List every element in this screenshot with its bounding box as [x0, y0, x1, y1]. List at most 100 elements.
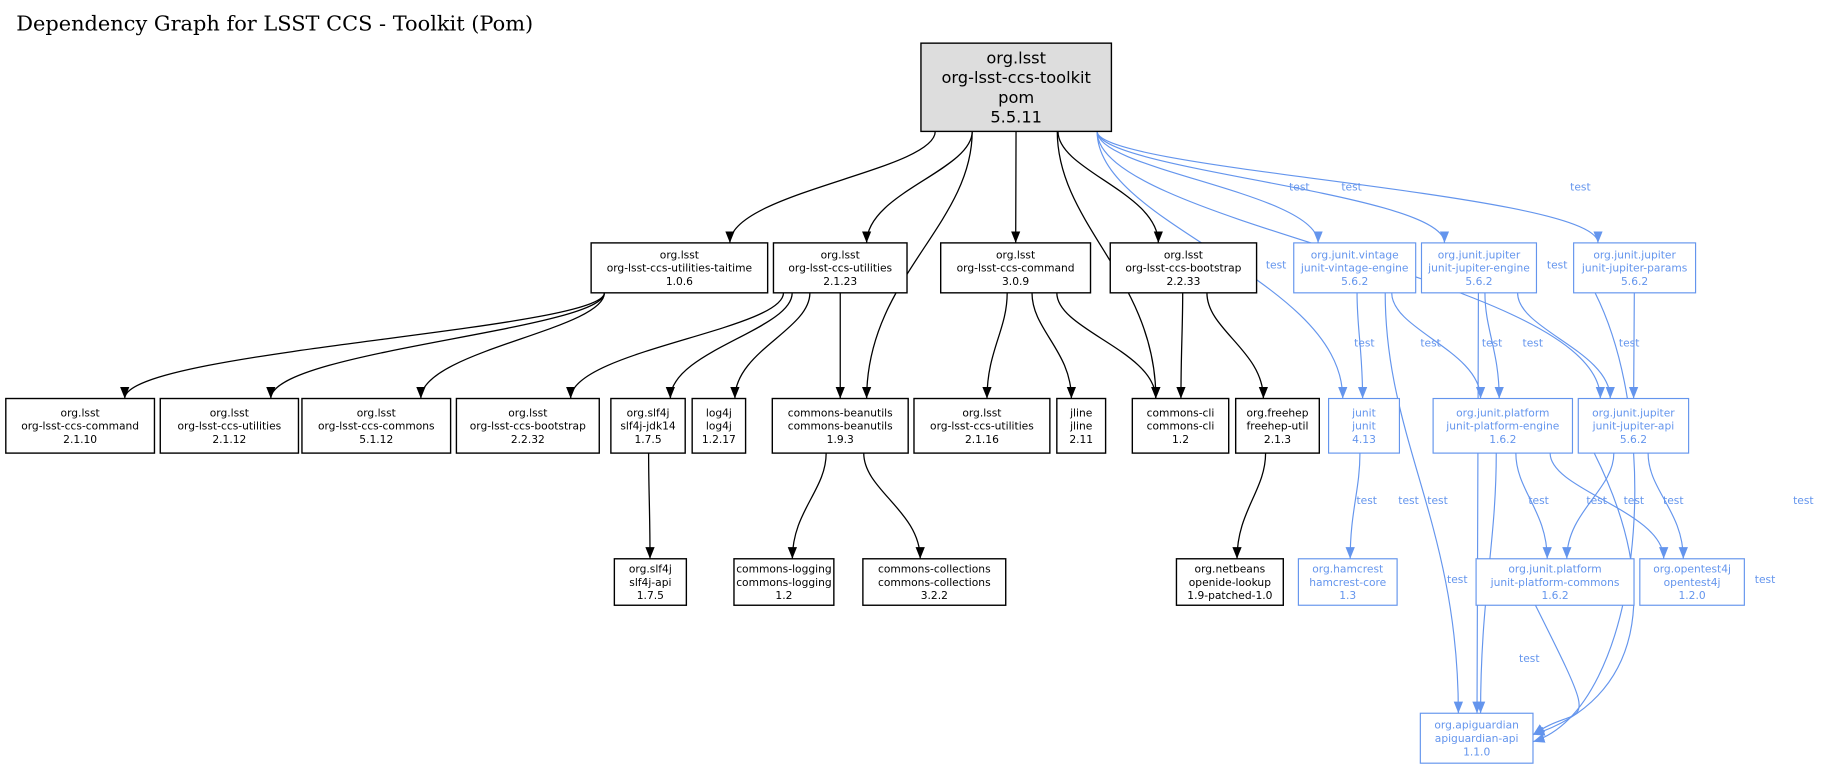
node-label-line: org-lsst-ccs-utilities — [930, 420, 1034, 433]
node-label-line: junit-jupiter-engine — [1427, 262, 1530, 275]
node-pcommons[interactable]: org.junit.platformjunit-platform-commons… — [1475, 558, 1635, 606]
node-jparams[interactable]: org.junit.jupiterjunit-jupiter-params5.6… — [1573, 242, 1697, 294]
node-label-line: junit-platform-commons — [1490, 576, 1620, 589]
node-label-line: org-lsst-ccs-bootstrap — [470, 420, 586, 433]
edge-label: test — [1447, 573, 1468, 586]
node-label-line: openide-lookup — [1189, 576, 1271, 589]
node-label-line: hamcrest-core — [1309, 576, 1386, 589]
edge-jengine-to-pengine — [1484, 292, 1504, 399]
node-label-line: commons-collections — [878, 576, 991, 589]
edge-label: test — [1547, 258, 1568, 271]
edge-cmd309-to-util2116 — [982, 292, 1008, 399]
node-vintage[interactable]: org.junit.vintagejunit-vintage-engine5.6… — [1293, 242, 1417, 294]
node-box — [939, 242, 1092, 294]
node-label-line: org.hamcrest — [1312, 562, 1383, 575]
node-label-line: 5.6.2 — [1621, 275, 1648, 288]
node-label-line: 2.1.10 — [63, 433, 97, 446]
edge-root-to-cli — [1056, 131, 1161, 399]
node-label-line: junit-jupiter-params — [1581, 262, 1688, 275]
edge-root-to-jengine — [1096, 131, 1450, 243]
node-label-line: org.netbeans — [1195, 562, 1266, 575]
node-box — [771, 397, 909, 454]
node-label-line: 2.11 — [1069, 433, 1093, 446]
edge-label: test — [1755, 573, 1776, 586]
edge-boot2233-to-cli — [1176, 292, 1186, 399]
node-pengine[interactable]: org.junit.platformjunit-platform-engine1… — [1432, 397, 1574, 454]
node-label-line: org.junit.jupiter — [1438, 248, 1521, 261]
graph-title: Dependency Graph for LSST CCS - Toolkit … — [16, 11, 533, 35]
node-label-line: slf4j-api — [629, 576, 671, 589]
node-taitime[interactable]: org.lsstorg-lsst-ccs-utilities-taitime1.… — [590, 242, 769, 294]
edge-util2123-to-boot2232 — [566, 292, 785, 399]
node-label-line: org.opentest4j — [1653, 562, 1731, 575]
node-box — [913, 397, 1051, 454]
edge-beanutils-to-logging — [787, 453, 827, 559]
node-label-line: 1.7.5 — [637, 589, 664, 602]
node-label-line: log4j — [706, 406, 732, 419]
node-label-line: org.lsst — [821, 248, 860, 261]
node-label-line: commons-cli — [1147, 406, 1215, 419]
node-label-line: 2.2.32 — [511, 433, 545, 446]
node-label-line: org-lsst-ccs-command — [21, 420, 139, 433]
node-label-line: commons-beanutils — [788, 406, 893, 419]
edge-root-to-taitime — [725, 131, 936, 243]
node-label-line: commons-collections — [878, 562, 991, 575]
node-box — [1293, 242, 1417, 294]
node-box — [862, 558, 1007, 606]
edge-label: test — [1482, 336, 1503, 349]
node-box — [1131, 397, 1230, 454]
node-label-line: 2.1.12 — [212, 433, 246, 446]
edge-label: test — [1420, 336, 1441, 349]
edge-beanutils-to-collections — [863, 453, 925, 559]
node-box — [1432, 397, 1574, 454]
node-collections[interactable]: commons-collectionscommons-collections3.… — [862, 558, 1007, 606]
edge-label: test — [1341, 181, 1362, 194]
node-box — [159, 397, 300, 454]
edge-junit-to-hamcrest — [1345, 453, 1361, 559]
edge-jengine-to-apiguardian — [1472, 292, 1482, 714]
node-label-line: junit-vintage-engine — [1300, 262, 1409, 275]
node-jengine[interactable]: org.junit.jupiterjunit-jupiter-engine5.6… — [1420, 242, 1538, 294]
node-label-line: 1.1.0 — [1463, 745, 1490, 758]
node-label-line: junit — [1351, 420, 1376, 433]
edge-label: test — [1427, 494, 1448, 507]
node-openide[interactable]: org.netbeansopenide-lookup1.9-patched-1.… — [1175, 558, 1284, 606]
edge-label: test — [1266, 258, 1287, 271]
node-box — [5, 397, 156, 454]
node-label-line: org-lsst-ccs-utilities-taitime — [607, 262, 752, 275]
edge-vintage-to-apiguardian — [1384, 292, 1464, 714]
node-label-line: org.lsst — [210, 406, 249, 419]
node-label-line: opentest4j — [1664, 576, 1721, 589]
edge-label: test — [1289, 181, 1310, 194]
edge-cmd309-to-jline — [1031, 292, 1077, 399]
node-box — [1109, 242, 1258, 294]
edge-util2123-to-log4j — [730, 292, 811, 399]
node-label-line: 5.6.2 — [1465, 275, 1492, 288]
node-box — [1420, 242, 1538, 294]
node-box — [1419, 712, 1534, 764]
edge-root-to-util2123 — [862, 131, 973, 243]
